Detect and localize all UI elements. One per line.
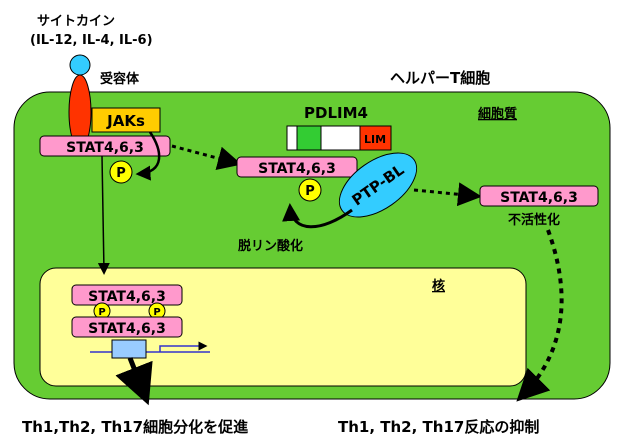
ptpbl-enzyme xyxy=(338,152,418,218)
jaks-box xyxy=(91,107,161,133)
differentiation-arrow xyxy=(115,357,153,406)
stat-translocation-arrow xyxy=(171,144,242,170)
lim-label: LIM xyxy=(364,133,386,146)
cytokine-examples: (IL-12, IL-4, IL-6) xyxy=(30,33,153,48)
stat-label-nuclear-top: STAT4,6,3 xyxy=(88,289,166,305)
pdlim4-label: PDLIM4 xyxy=(304,104,368,122)
stat-box-pdlim4 xyxy=(236,156,358,178)
cell-title: ヘルパーT細胞 xyxy=(390,69,490,87)
phospho-label-nuclear-left: P xyxy=(98,307,105,318)
phosphorylation-arrow xyxy=(135,131,161,181)
cytokine-label: サイトカイン xyxy=(37,14,115,29)
stat-box-receptor xyxy=(39,135,171,157)
stat-label-inactive: STAT4,6,3 xyxy=(500,190,578,206)
phospho-label-2: P xyxy=(305,184,315,199)
cytoplasm-label: 細胞質 xyxy=(478,106,517,122)
phospho-circle-2 xyxy=(298,178,322,202)
phospho-circle-1 xyxy=(109,160,133,184)
suppression-arrow xyxy=(516,229,564,402)
stat-label-receptor: STAT4,6,3 xyxy=(66,140,144,156)
dephosphorylation-label: 脱リン酸化 xyxy=(238,238,303,254)
pdlim4-green-domain xyxy=(296,125,322,151)
stat-box-inactive xyxy=(479,185,599,207)
inactivation-label: 不活性化 xyxy=(508,212,560,228)
dephosphorylation-arrow xyxy=(282,203,353,229)
pdlim4-pdz-domain xyxy=(286,125,298,151)
jaks-label: JAKs xyxy=(106,112,145,130)
cytokine-ball xyxy=(69,54,91,76)
stat-box-nuclear-bottom xyxy=(71,316,183,338)
stat-box-nuclear-top xyxy=(71,284,183,306)
promoter-element xyxy=(111,339,147,359)
inactivation-arrow xyxy=(413,182,482,207)
receptor-label: 受容体 xyxy=(100,71,140,87)
phospho-label-1: P xyxy=(116,166,126,181)
nuclear-entry-arrow xyxy=(97,155,110,275)
suppress-outcome: Th1, Th2, Th17反応の抑制 xyxy=(338,418,539,436)
phospho-label-nuclear-right: P xyxy=(153,307,160,318)
stat-label-nuclear-bottom: STAT4,6,3 xyxy=(88,321,166,337)
stat-label-pdlim4: STAT4,6,3 xyxy=(258,161,336,177)
nucleus-label: 核 xyxy=(432,278,445,294)
transcription-start-arrow xyxy=(159,341,208,352)
promote-outcome: Th1,Th2, Th17細胞分化を促進 xyxy=(22,418,249,436)
pdlim4-lim-domain xyxy=(359,125,392,151)
